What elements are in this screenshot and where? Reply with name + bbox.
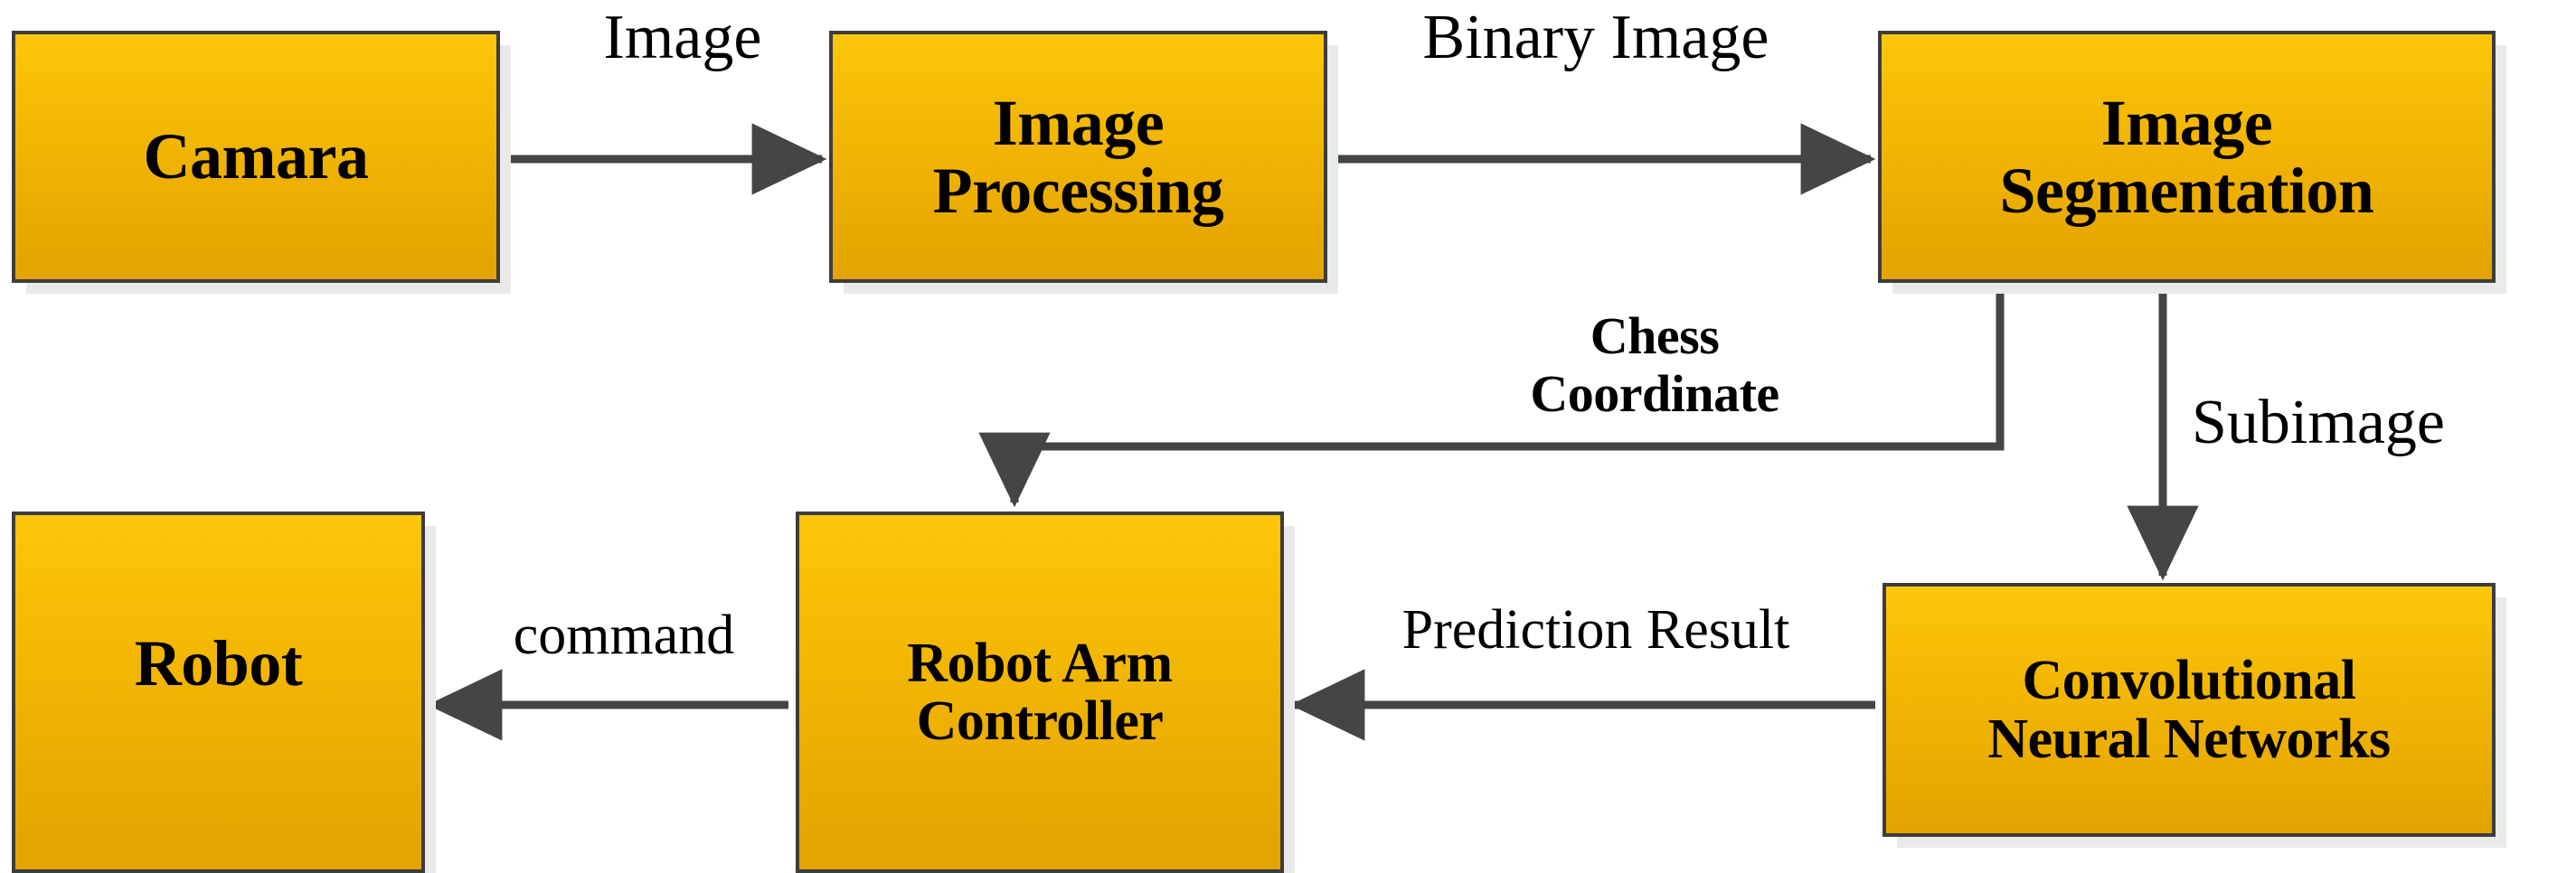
node-image-segmentation[interactable]: Image Segmentation (1878, 31, 2496, 283)
node-image-segmentation-line1: Image (2100, 86, 2273, 159)
edge-label-chess-coordinate-line2: Coordinate (1530, 363, 1779, 423)
node-cnn-label: Convolutional Neural Networks (1982, 652, 2395, 768)
node-robot-arm-controller-line2: Controller (916, 690, 1164, 752)
node-cnn-line2: Neural Networks (1987, 708, 2391, 770)
edge-label-prediction-result: Prediction Result (1316, 599, 1876, 661)
node-robot-arm-controller-line1: Robot Arm (907, 632, 1173, 694)
edge-label-chess-coordinate: Chess Coordinate (1447, 307, 1863, 423)
node-cnn-line1: Convolutional (2022, 650, 2356, 712)
edge-label-subimage: Subimage (2192, 390, 2571, 455)
edge-label-binary-image-text: Binary Image (1422, 3, 1769, 72)
edge-label-subimage-text: Subimage (2192, 388, 2445, 457)
edge-label-image-text: Image (603, 3, 762, 72)
node-image-segmentation-line2: Segmentation (1999, 154, 2374, 227)
edge-label-command: command (452, 605, 796, 666)
edge-label-binary-image: Binary Image (1320, 5, 1872, 70)
node-robot-arm-controller-label: Robot Arm Controller (901, 634, 1177, 751)
node-image-processing[interactable]: Image Processing (829, 31, 1327, 283)
node-camara[interactable]: Camara (12, 31, 500, 283)
edge-label-command-text: command (513, 605, 735, 666)
node-camara-label: Camara (143, 120, 369, 193)
node-cnn[interactable]: Convolutional Neural Networks (1882, 583, 2496, 837)
node-robot-label: Robot (134, 626, 303, 699)
node-image-segmentation-label: Image Segmentation (1995, 89, 2380, 225)
node-robot[interactable]: Robot (12, 512, 425, 873)
node-robot-arm-controller[interactable]: Robot Arm Controller (796, 512, 1284, 873)
edge-label-image: Image (543, 5, 823, 70)
node-image-processing-line1: Image (992, 86, 1165, 159)
edge-label-chess-coordinate-line1: Chess (1590, 306, 1720, 365)
node-image-processing-line2: Processing (932, 154, 1224, 227)
edge-label-prediction-result-text: Prediction Result (1401, 599, 1790, 661)
node-image-processing-label: Image Processing (928, 89, 1230, 225)
